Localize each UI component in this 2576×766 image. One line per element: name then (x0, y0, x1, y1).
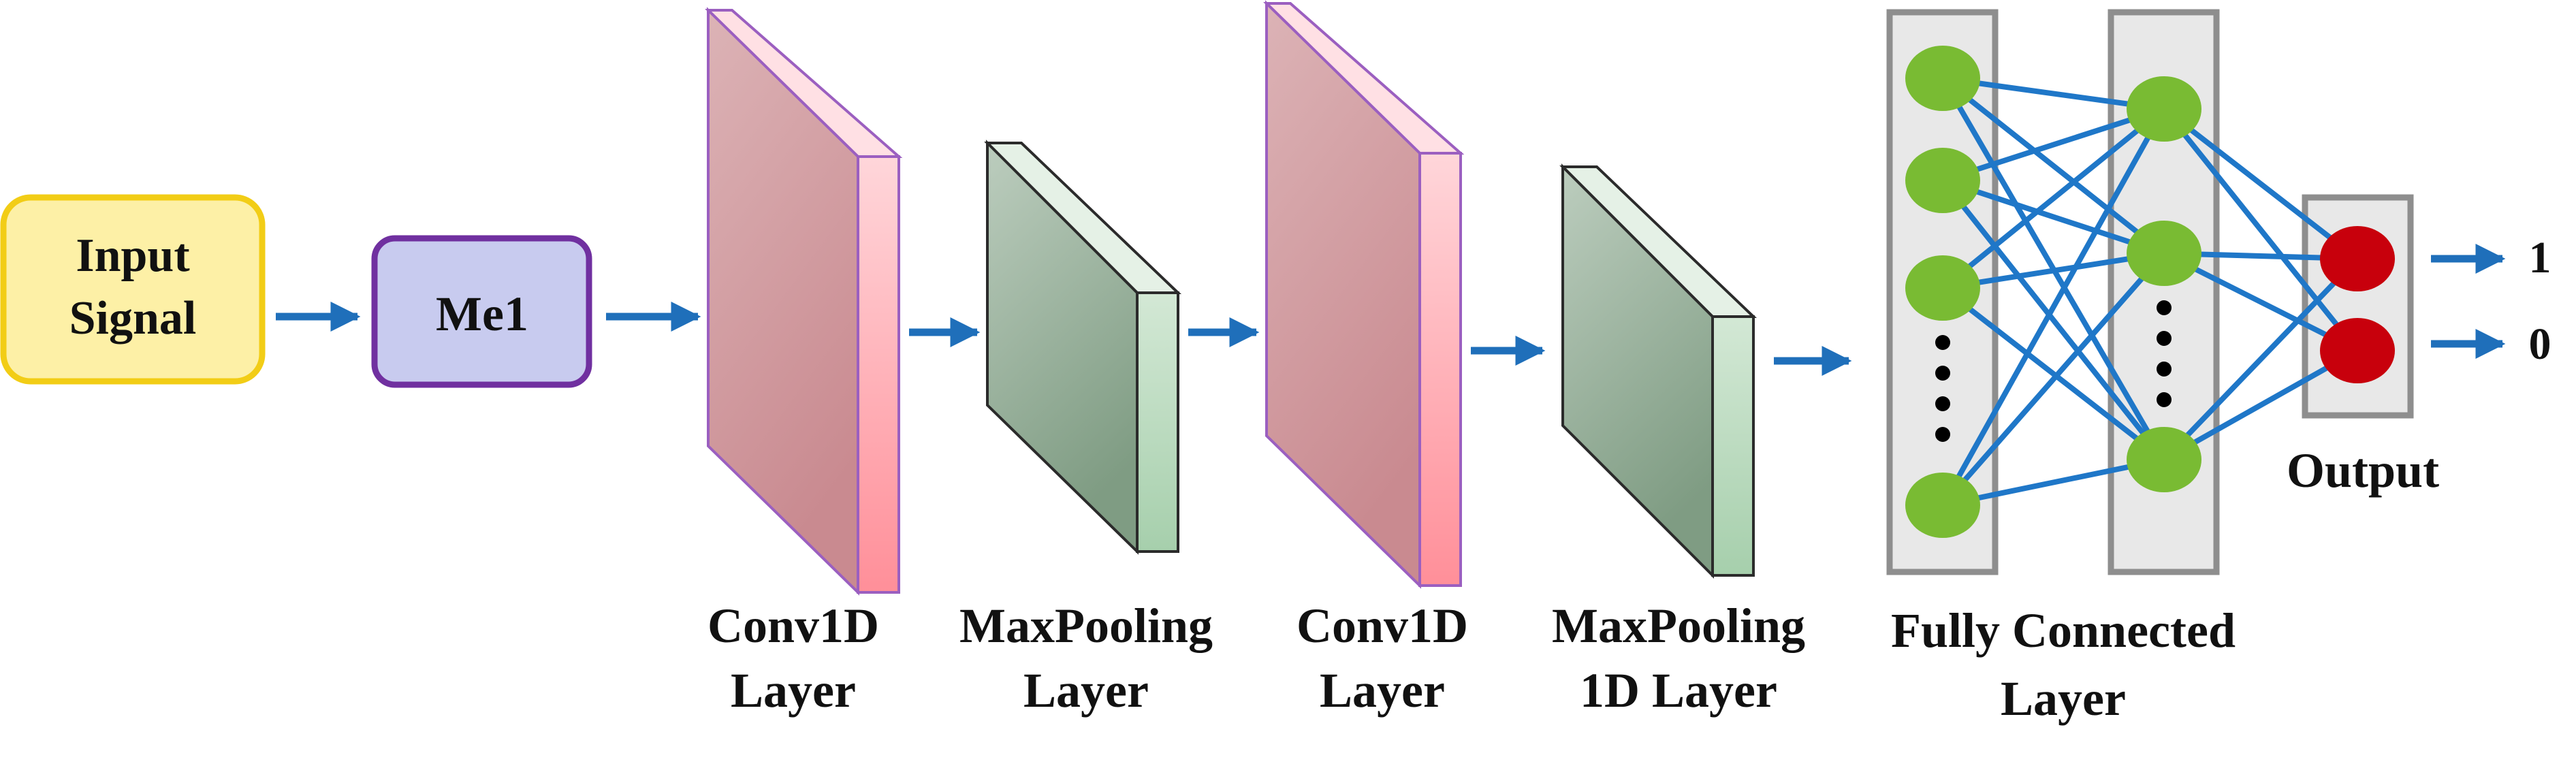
output-value-0: 0 (2529, 319, 2551, 369)
fc-label-line1: Fully Connected (1891, 603, 2236, 658)
pool1-label-line2: Layer (1023, 663, 1149, 718)
fc1-neuron-1 (1905, 46, 1980, 111)
conv1d-block-1 (705, 7, 903, 596)
maxpooling-block-2 (1559, 163, 1757, 579)
output-neuron-0 (2320, 318, 2395, 383)
conv2-label-line1: Conv1D (1297, 599, 1468, 653)
fc1-neuron-2 (1905, 148, 1980, 213)
me1-label: Me1 (436, 287, 528, 341)
pool2-label-line2: 1D Layer (1580, 663, 1777, 718)
conv1-label-line1: Conv1D (707, 599, 879, 653)
output-neuron-1 (2320, 226, 2395, 291)
output-value-1: 1 (2529, 233, 2551, 283)
pool2-label-line1: MaxPooling (1552, 599, 1805, 653)
fc2-neuron-1 (2127, 76, 2201, 142)
fc-connections-1-to-2 (1940, 76, 2167, 508)
conv1-label-line2: Layer (731, 663, 856, 718)
conv2-label-line2: Layer (1320, 663, 1445, 718)
fc1-ellipsis-dots (1935, 335, 1950, 442)
input-signal-label-line2: Signal (69, 292, 197, 345)
fc2-neuron-3 (2127, 427, 2201, 492)
output-label: Output (2287, 443, 2439, 498)
fc2-ellipsis-dots (2157, 300, 2172, 407)
maxpooling-block-1 (984, 140, 1181, 555)
fc1-neuron-4 (1905, 473, 1980, 538)
conv1d-block-2 (1263, 0, 1465, 589)
fc-label-line2: Layer (2001, 671, 2126, 726)
pool1-label-line1: MaxPooling (959, 599, 1213, 653)
fc1-neuron-3 (1905, 255, 1980, 321)
input-signal-node: Input Signal (0, 194, 266, 385)
input-signal-label-line1: Input (76, 229, 189, 282)
me1-node: Me1 (371, 235, 592, 388)
fc2-neuron-2 (2127, 221, 2201, 286)
